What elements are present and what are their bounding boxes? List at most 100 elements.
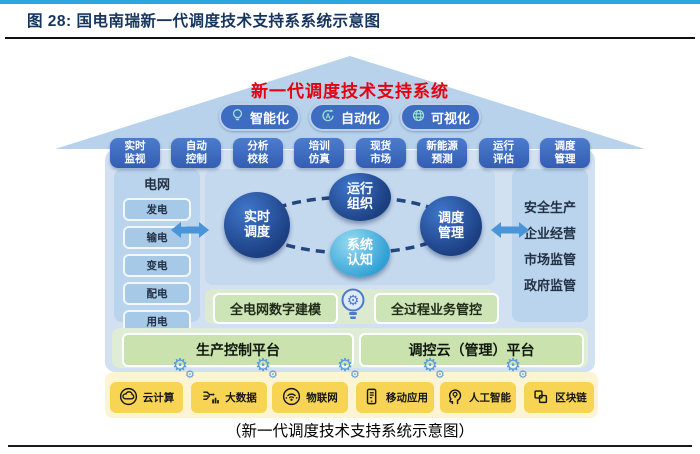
grid-panel-title: 电网 — [143, 177, 170, 192]
iot-icon — [282, 387, 301, 409]
circle-label: 实时 — [243, 209, 270, 225]
pill-intelligence: 智能化 — [218, 103, 300, 131]
svg-text:A: A — [325, 113, 330, 120]
function-label: 分析 — [247, 139, 269, 152]
grid-panel: 电网 发电 输电 变电 配电 用电 — [114, 169, 200, 333]
circle-realtime-dispatch: 实时 调度 — [224, 192, 290, 258]
function-label: 市场 — [370, 153, 392, 165]
function-label: 仿真 — [308, 153, 330, 165]
bottom-divider — [8, 445, 692, 447]
gear-icon: ⚙ — [172, 355, 189, 376]
gear-cluster: ⚙ ⚙ — [172, 357, 204, 387]
function-box-dispatch-management: 调度 管理 — [539, 138, 590, 168]
diagram-caption: （新一代调度技术支持系统示意图） — [225, 423, 474, 440]
modeling-box-process-control: 全过程业务管控 — [374, 293, 499, 324]
tech-label: 大数据 — [225, 392, 257, 404]
globe-icon — [411, 108, 426, 126]
tech-box-big-data: 大数据 — [191, 382, 267, 413]
gear-icon: ⚙ — [518, 368, 528, 381]
circle-label: 系统 — [346, 237, 373, 253]
function-label: 控制 — [185, 153, 207, 165]
bulb-gear-icon: ⚙ — [341, 288, 365, 319]
stakeholder-enterprise: 企业经营 — [523, 226, 576, 241]
function-box-auto-control: 自动 控制 — [171, 138, 222, 168]
function-box-renewable-forecast: 新能源 预测 — [417, 138, 468, 168]
tech-box-iot: 物联网 — [272, 382, 348, 413]
gear-cluster: ⚙ ⚙ — [422, 357, 454, 387]
gear-icon: ⚙ — [268, 368, 278, 381]
pill-label: 自动化 — [340, 110, 380, 126]
function-label: 调度 — [554, 139, 576, 152]
function-box-training-simulation: 培训 仿真 — [294, 138, 345, 168]
platform-production-control: 生产控制平台 — [122, 333, 354, 367]
stakeholder-market: 市场监管 — [523, 252, 576, 267]
gear-icon: ⚙ — [422, 355, 439, 376]
gear-cluster: ⚙ ⚙ — [255, 357, 287, 387]
pill-label: 可视化 — [431, 110, 471, 126]
ai-icon — [445, 387, 464, 409]
gear-cluster: ⚙ ⚙ — [337, 357, 369, 387]
tech-box-ai: 人工智能 — [440, 382, 516, 413]
gear-icon: ⚙ — [350, 368, 360, 381]
gear-icon: ⚙ — [255, 355, 272, 376]
function-label: 自动 — [185, 139, 207, 152]
function-label: 管理 — [554, 153, 576, 165]
circle-label: 管理 — [437, 225, 464, 240]
tech-label: 移动应用 — [386, 392, 428, 404]
tech-label: 云计算 — [142, 392, 175, 404]
tech-label: 物联网 — [306, 392, 338, 404]
tech-label: 区块链 — [555, 392, 587, 404]
header-accent-line — [0, 0, 700, 4]
function-label: 评估 — [493, 153, 515, 165]
title-divider — [5, 37, 695, 39]
grid-item-substation: 变电 — [123, 254, 191, 277]
function-label: 现货 — [370, 139, 392, 152]
function-row: 实时 监视 自动 控制 分析 校核 培训 仿真 现货 市场 新能源 预测 运行 … — [110, 138, 590, 168]
stakeholder-government: 政府监管 — [523, 278, 576, 293]
circle-dispatch-management: 调度 管理 — [420, 196, 482, 256]
tech-label: 人工智能 — [469, 392, 511, 404]
svg-text:⚙: ⚙ — [347, 293, 360, 309]
lightbulb-icon — [230, 108, 245, 126]
circle-system-cognition: 系统 认知 — [330, 229, 390, 277]
circle-label: 组织 — [346, 196, 373, 211]
stakeholder-safety: 安全生产 — [523, 200, 576, 215]
modeling-box-digital-modeling: 全电网数字建模 — [213, 293, 338, 324]
tech-box-mobile-app: 移动应用 — [356, 382, 434, 413]
platform-dispatch-cloud: 调控云（管理）平台 — [359, 333, 584, 367]
system-title: 新一代调度技术支持系统 — [251, 82, 449, 101]
stakeholder-panel: 安全生产 企业经营 市场监管 政府监管 — [512, 169, 588, 322]
capability-pill-row: 智能化 A 自动化 可视化 — [0, 103, 700, 131]
function-box-realtime-monitoring: 实时 监视 — [110, 138, 160, 168]
gear-icon: ⚙ — [435, 368, 445, 381]
left-double-arrow-icon — [171, 222, 209, 238]
grid-item-distribution: 配电 — [123, 282, 191, 305]
blockchain-icon — [531, 387, 550, 409]
function-label: 运行 — [493, 139, 515, 152]
grid-item-generation: 发电 — [123, 198, 191, 221]
pill-automation: A 自动化 — [308, 103, 391, 131]
pill-visualization: 可视化 — [400, 103, 482, 131]
circle-label: 运行 — [346, 181, 373, 197]
gear-icon: ⚙ — [185, 368, 195, 381]
function-label: 校核 — [247, 153, 269, 165]
circle-label: 认知 — [346, 252, 373, 267]
function-label: 新能源 — [426, 139, 458, 152]
gear-icon: ⚙ — [505, 355, 522, 376]
function-label: 监视 — [124, 153, 146, 165]
function-box-operation-evaluation: 运行 评估 — [478, 138, 529, 168]
circle-label: 调度 — [243, 224, 270, 239]
big-data-icon — [201, 387, 220, 409]
gear-icon: ⚙ — [337, 355, 354, 376]
function-box-analysis-check: 分析 校核 — [232, 138, 283, 168]
function-label: 培训 — [308, 139, 330, 152]
tech-box-blockchain: 区块链 — [524, 382, 594, 413]
function-box-spot-market: 现货 市场 — [355, 138, 406, 168]
cloud-icon — [119, 387, 138, 409]
figure-title: 图 28: 国电南瑞新一代调度技术支持系系统示意图 — [27, 13, 381, 30]
right-double-arrow-icon — [491, 222, 529, 238]
auto-loop-icon: A — [320, 108, 336, 126]
mobile-app-icon — [362, 387, 381, 409]
pill-label: 智能化 — [249, 110, 289, 126]
tech-box-cloud-computing: 云计算 — [110, 382, 183, 413]
